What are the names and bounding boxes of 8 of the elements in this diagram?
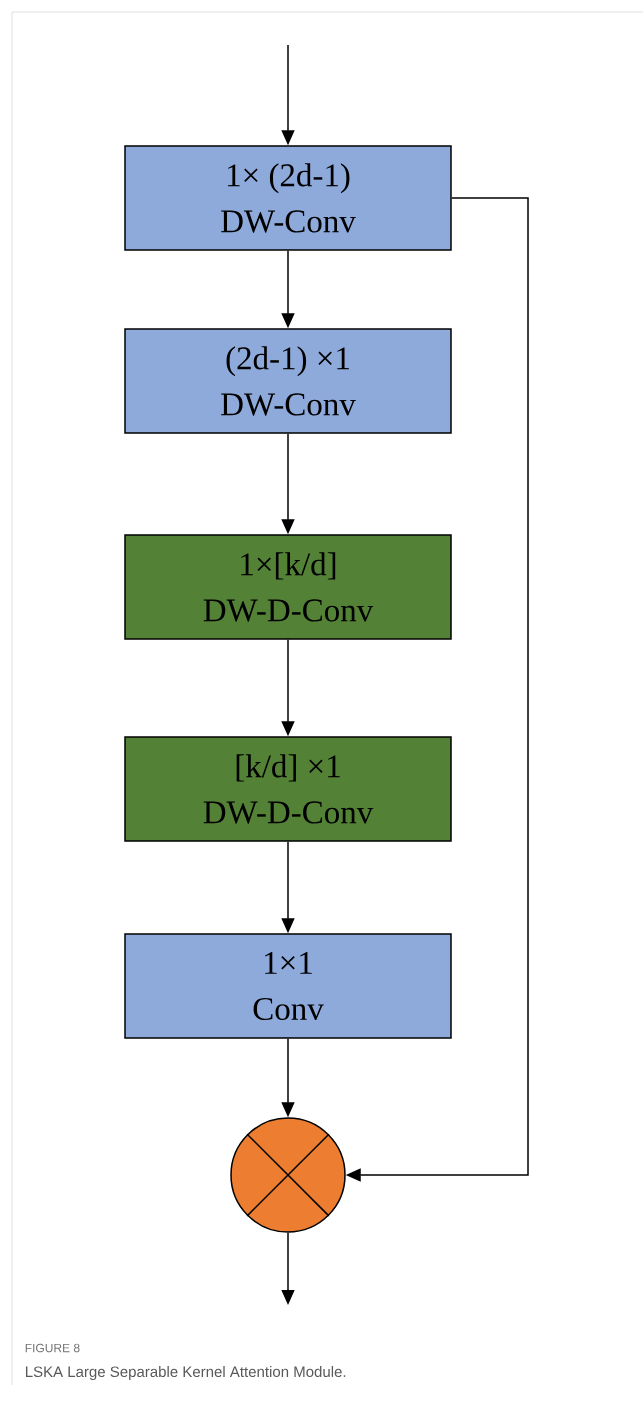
conv-box: [k/d] ×1 DW-D-Conv: [124, 736, 452, 842]
figure-label: FIGURE 8: [25, 1343, 80, 1353]
conv-box: (2d-1) ×1 DW-Conv: [124, 328, 452, 434]
conv-box: 1×[k/d] DW-D-Conv: [124, 534, 452, 640]
conv-box: 1×1 Conv: [124, 933, 452, 1039]
multiply-circle: [230, 1117, 346, 1233]
conv-box: 1× (2d-1) DW-Conv: [124, 145, 452, 251]
caption: LSKA Large Separable Kernel Attention Module.: [25, 1366, 346, 1380]
